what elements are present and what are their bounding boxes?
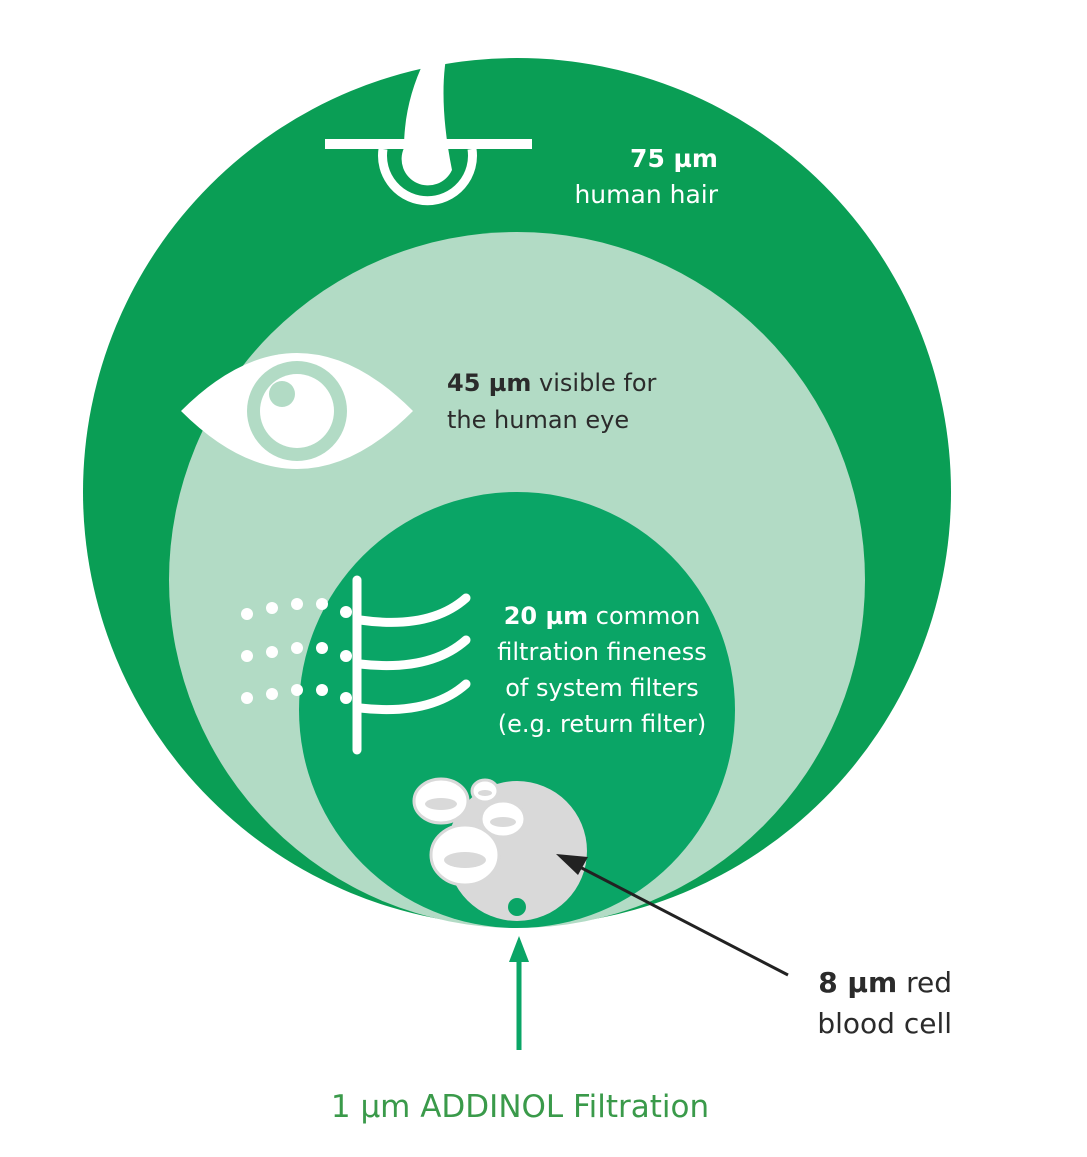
- filter-size-desc-3: of system filters: [505, 674, 699, 702]
- blood-cell-desc-1: red: [897, 966, 952, 999]
- addinol-size-dot: [508, 898, 526, 916]
- filter-size-desc-2: filtration fineness: [497, 638, 707, 666]
- eye-size-label: 45 µm visible for the human eye: [447, 365, 656, 439]
- filter-size-desc-1: common: [588, 602, 701, 630]
- addinol-arrow: [509, 936, 529, 1050]
- filter-icon: [241, 575, 471, 755]
- blood-cell-arrow: [556, 854, 789, 977]
- blood-cell-size-value: 8 µm: [818, 966, 898, 999]
- filter-size-label: 20 µm common filtration fineness of syst…: [488, 598, 716, 742]
- hair-size-value: 75 µm: [630, 144, 718, 173]
- eye-size-desc-2: the human eye: [447, 406, 630, 434]
- eye-size-value: 45 µm: [447, 369, 532, 397]
- blood-cell-size-label: 8 µm red blood cell: [817, 962, 952, 1044]
- eye-icon: [181, 353, 413, 469]
- hair-follicle-icon: [325, 0, 532, 206]
- filter-size-desc-4: (e.g. return filter): [497, 710, 707, 738]
- addinol-filtration-label: 1 µm ADDINOL Filtration: [330, 1089, 710, 1125]
- blood-cell-desc-2: blood cell: [817, 1007, 952, 1040]
- hair-size-label: 75 µm human hair: [574, 141, 718, 213]
- hair-size-desc: human hair: [574, 180, 718, 209]
- eye-size-desc-1: visible for: [531, 369, 657, 397]
- red-blood-cells-icon: [412, 777, 527, 887]
- filter-size-value: 20 µm: [503, 602, 589, 630]
- filter-size-circle: [299, 492, 735, 928]
